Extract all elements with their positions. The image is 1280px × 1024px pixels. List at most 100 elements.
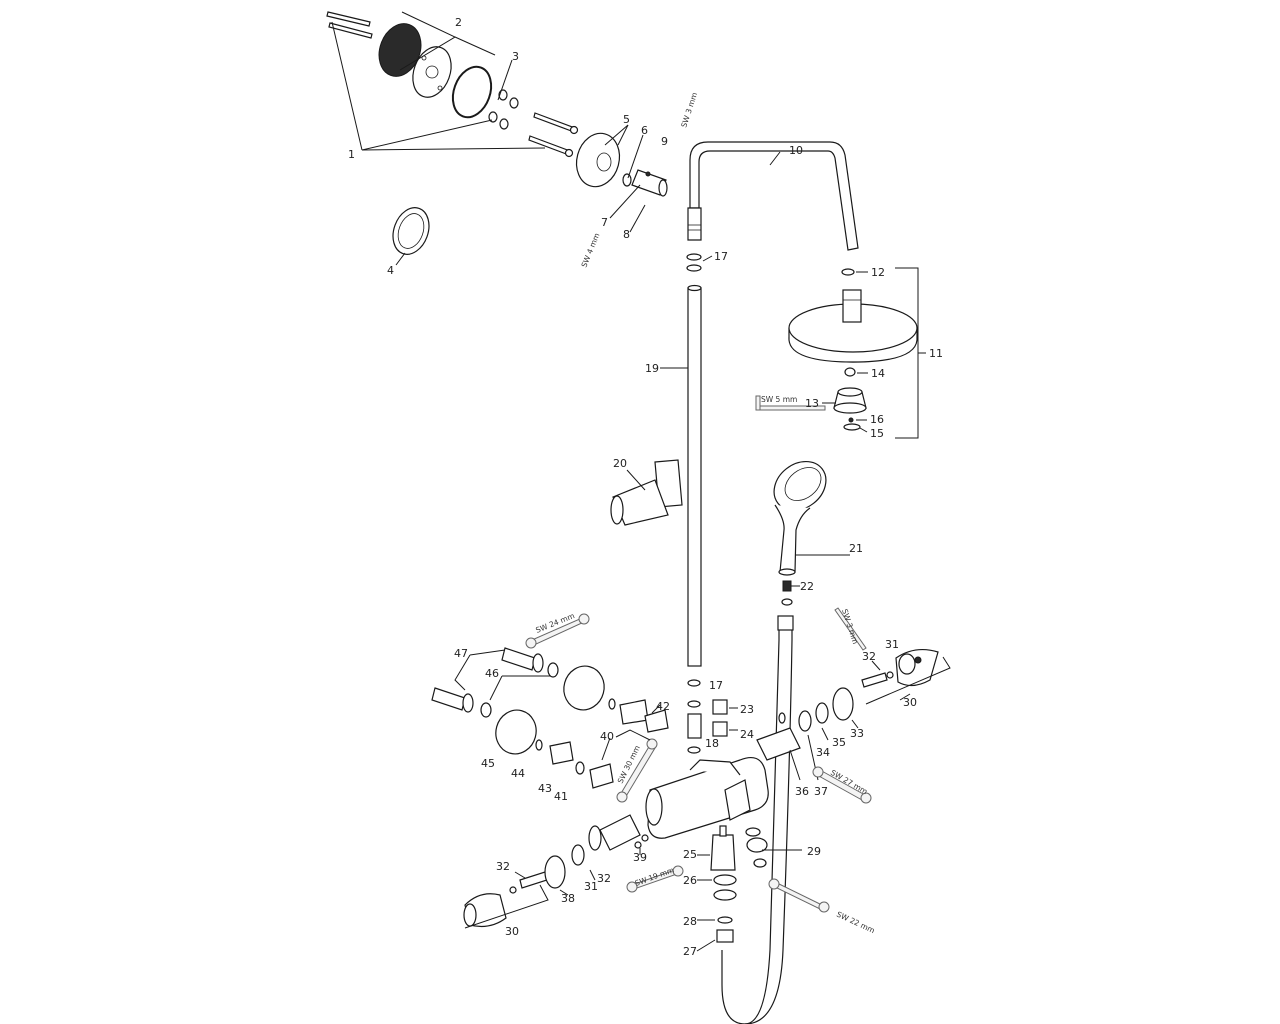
part-label-24: 24 (740, 728, 754, 741)
inlet-parts-center (687, 679, 738, 754)
tool-label-sw22: SW 22 mm (835, 910, 876, 936)
sw22-wrench-tool (768, 878, 830, 913)
diverter-cartridge-left (571, 814, 649, 866)
part-label-16: 16 (870, 413, 884, 426)
part-label-36: 36 (795, 785, 809, 798)
sw30-wrench-tool (616, 738, 658, 803)
part-label-31-left: 31 (584, 880, 598, 893)
part-label-32-right: 32 (862, 650, 876, 663)
mounting-screws (528, 112, 579, 158)
leader-lines-group-3 (660, 151, 781, 369)
overhead-shower-parts-small (833, 367, 867, 431)
part-label-17-bottom: 17 (709, 679, 723, 692)
part-label-47: 47 (454, 647, 468, 660)
part-label-37: 37 (814, 785, 828, 798)
part-label-40: 40 (600, 730, 614, 743)
thermostat-handle-left (463, 855, 566, 928)
part-label-7: 7 (601, 216, 608, 229)
part-label-30-right: 30 (903, 696, 917, 709)
riser-pipe-part (687, 284, 702, 667)
part-label-14: 14 (871, 367, 885, 380)
part-label-33: 33 (850, 727, 864, 740)
part-label-9: 9 (661, 135, 668, 148)
thermostat-handle-right (861, 648, 939, 688)
part-label-26: 26 (683, 874, 697, 887)
leader-lines-group-8 (696, 849, 802, 952)
leader-lines-group-1 (331, 11, 546, 151)
seal-ring-part (451, 65, 493, 119)
part-label-2: 2 (455, 16, 462, 29)
part-label-39: 39 (633, 851, 647, 864)
hand-shower-part (773, 460, 827, 576)
part-label-31-right: 31 (885, 638, 899, 651)
part-label-34: 34 (816, 746, 830, 759)
part-label-3: 3 (512, 50, 519, 63)
part-label-11: 11 (929, 347, 943, 360)
sw27-wrench-tool (812, 766, 872, 804)
part-label-4: 4 (387, 264, 394, 277)
part-label-19: 19 (645, 362, 659, 375)
riser-o-rings (686, 253, 702, 272)
shower-arm-part (687, 141, 859, 251)
mounting-plate-part (412, 46, 452, 98)
wall-rose-part (575, 132, 632, 188)
part-label-15: 15 (870, 427, 884, 440)
leader-lines-group-7 (464, 848, 641, 929)
part-label-18: 18 (705, 737, 719, 750)
part-label-1: 1 (348, 148, 355, 161)
sw3-key-tool-right (834, 607, 867, 651)
inlet-connectors-left (431, 647, 559, 718)
wall-roses-left (495, 665, 605, 755)
part-label-32-left-top: 32 (496, 860, 510, 873)
part-label-10: 10 (789, 144, 803, 157)
sw5-key-tool (755, 395, 826, 411)
tool-label-sw5: SW 5 mm (761, 395, 797, 404)
part-label-21: 21 (849, 542, 863, 555)
part-label-38: 38 (561, 892, 575, 905)
wall-anchor-screws (326, 11, 373, 39)
valve-parts-left (535, 698, 669, 789)
part-label-43: 43 (538, 782, 552, 795)
part-label-29: 29 (807, 845, 821, 858)
cover-plate-part-4 (392, 207, 430, 266)
part-label-30-left: 30 (505, 925, 519, 938)
tool-label-sw4: SW 4 mm (580, 232, 602, 269)
tool-label-sw3-right: SW 3 mm (840, 608, 860, 645)
part-label-45: 45 (481, 757, 495, 770)
part-label-41: 41 (554, 790, 568, 803)
part-label-8: 8 (623, 228, 630, 241)
bracket-arm-part (631, 169, 668, 197)
part-label-32-left-mid: 32 (597, 872, 611, 885)
part-label-22: 22 (800, 580, 814, 593)
part-label-20: 20 (613, 457, 627, 470)
leader-lines-group-4 (822, 267, 926, 439)
tool-label-sw3-top: SW 3 mm (679, 91, 699, 128)
washers-part (488, 89, 519, 130)
part-label-6: 6 (641, 124, 648, 137)
part-label-44: 44 (511, 767, 525, 780)
part-label-17-top: 17 (714, 250, 728, 263)
part-label-13: 13 (805, 397, 819, 410)
slider-part (610, 459, 683, 526)
mixer-body-part (645, 757, 769, 839)
part-label-5: 5 (623, 113, 630, 126)
part-label-46: 46 (485, 667, 499, 680)
shower-hose-part (721, 615, 794, 1024)
cartridge-right (756, 687, 854, 761)
part-label-27: 27 (683, 945, 697, 958)
part-label-35: 35 (832, 736, 846, 749)
part-label-42: 42 (656, 700, 670, 713)
sw24-wrench-tool (525, 613, 590, 649)
part-label-25: 25 (683, 848, 697, 861)
leader-lines-group-2 (604, 124, 646, 233)
part-label-28: 28 (683, 915, 697, 928)
part-label-12: 12 (871, 266, 885, 279)
overhead-shower-part (788, 268, 918, 363)
sw19-wrench-tool (626, 865, 684, 893)
diverter-parts-lower (710, 825, 768, 943)
hand-shower-fittings (781, 554, 850, 606)
leader-lines-group-6 (454, 649, 661, 761)
part-label-23: 23 (740, 703, 754, 716)
